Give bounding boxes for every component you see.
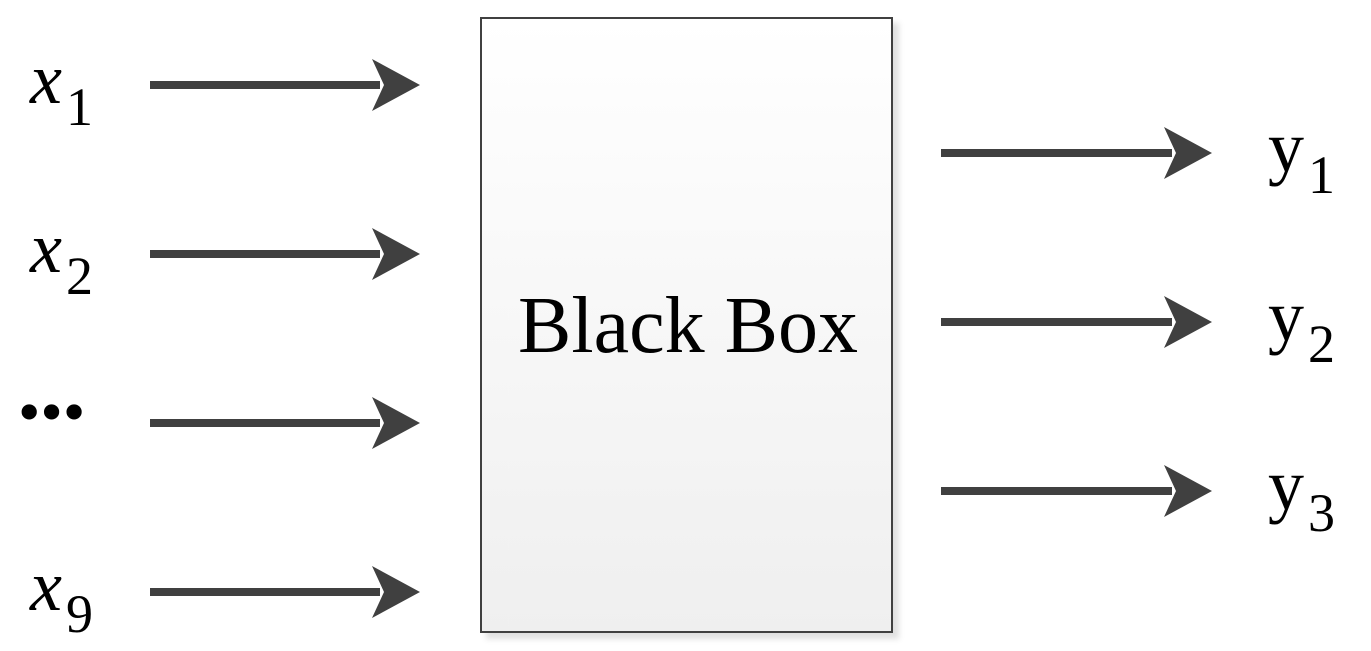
black-box-label: Black Box	[518, 282, 858, 370]
input-arrow-3	[150, 397, 420, 449]
black-box: Black Box	[480, 17, 893, 633]
output-arrow-3	[941, 465, 1212, 517]
input-label-2: x2	[29, 208, 93, 306]
input-arrow-1-head	[372, 59, 420, 111]
input-label-4-subscript: 9	[66, 584, 93, 644]
input-label-2-subscript: 2	[66, 246, 93, 306]
output-label-3-base: y	[1268, 445, 1304, 525]
output-label-1-base: y	[1268, 107, 1304, 187]
input-arrow-4	[150, 566, 420, 618]
input-label-1-subscript: 1	[66, 77, 93, 137]
output-label-1-subscript: 1	[1308, 145, 1335, 205]
input-label-4-base: x	[29, 546, 62, 626]
input-arrow-2	[150, 228, 420, 280]
input-arrow-1	[150, 59, 420, 111]
input-arrow-2-head	[372, 228, 420, 280]
input-label-4: x9	[29, 546, 93, 644]
output-arrow-2	[941, 296, 1212, 348]
output-arrow-1	[941, 127, 1212, 179]
input-arrow-3-head	[372, 397, 420, 449]
black-box-rect	[480, 17, 893, 633]
output-label-2-base: y	[1268, 276, 1304, 356]
input-label-1: x1	[29, 39, 93, 137]
output-label-2-subscript: 2	[1308, 314, 1335, 374]
output-label-3-subscript: 3	[1308, 483, 1335, 543]
output-arrow-2-head	[1164, 296, 1212, 348]
output-label-3: y3	[1268, 445, 1335, 543]
input-ellipsis: •••	[18, 376, 85, 447]
output-label-2: y2	[1268, 276, 1335, 374]
input-label-2-base: x	[29, 208, 62, 288]
output-arrow-3-head	[1164, 465, 1212, 517]
input-arrow-4-head	[372, 566, 420, 618]
input-ellipsis-base: •••	[18, 376, 85, 447]
input-label-1-base: x	[29, 39, 62, 119]
output-label-1: y1	[1268, 107, 1335, 205]
output-arrow-1-head	[1164, 127, 1212, 179]
